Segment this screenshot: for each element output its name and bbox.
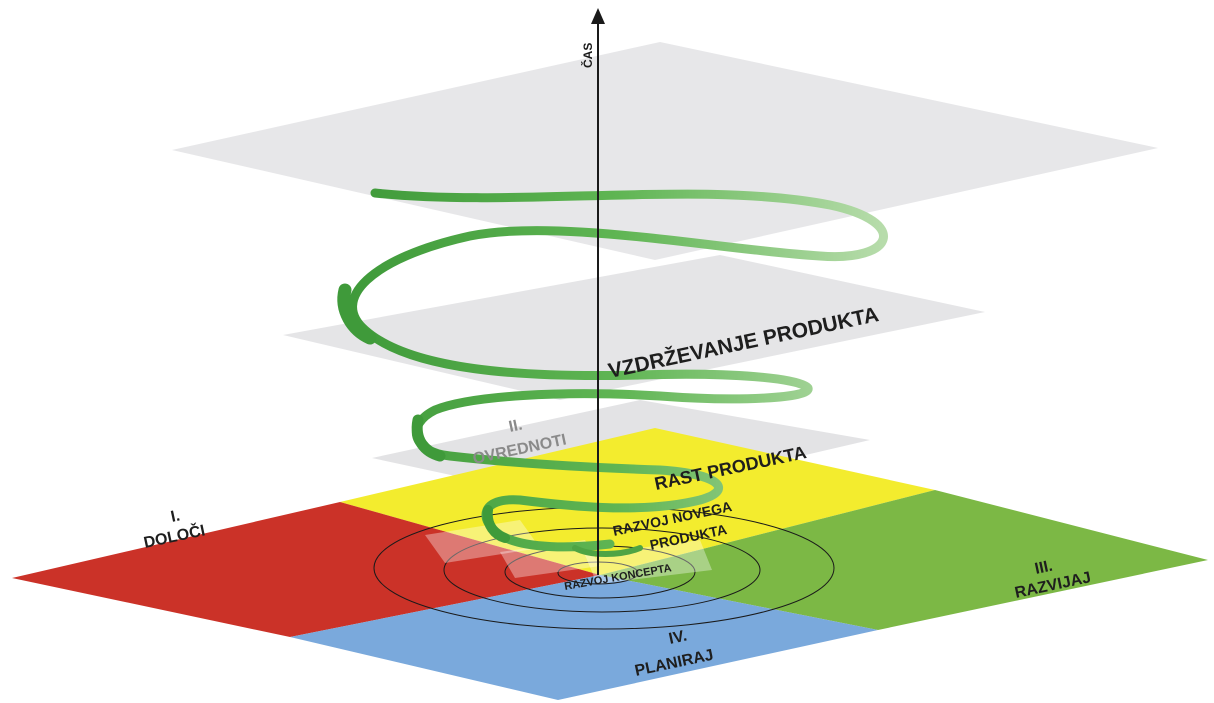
time-axis-label: ČAS bbox=[580, 43, 595, 68]
quadrant-doloci-number: I. bbox=[169, 507, 181, 525]
quadrant-planiraj-number: IV. bbox=[667, 628, 688, 648]
quadrant-planiraj-area bbox=[290, 575, 878, 700]
quadrant-razvijaj-number: III. bbox=[1033, 558, 1054, 578]
quadrant-razvijaj-area bbox=[600, 490, 1208, 630]
quadrant-ovrednoti-area bbox=[340, 428, 935, 575]
base-highlight-steps bbox=[425, 520, 712, 584]
time-axis-arrowhead bbox=[591, 8, 605, 24]
green-spiral-ribbon bbox=[337, 188, 888, 557]
quadrant-ovrednoti-number: II. bbox=[507, 417, 524, 436]
time-plane-top bbox=[172, 42, 1158, 260]
quadrant-doloci-area bbox=[12, 502, 600, 637]
